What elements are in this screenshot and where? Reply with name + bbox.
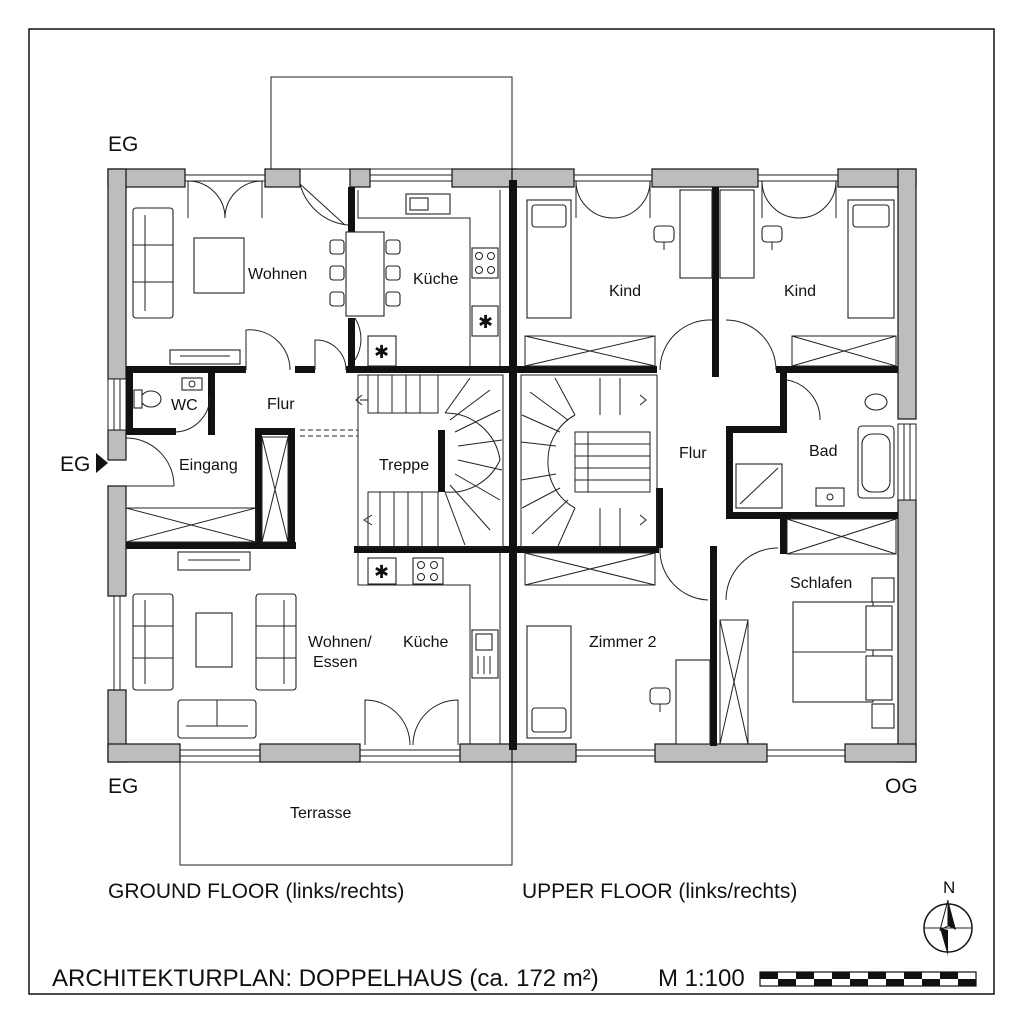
entrance-arrow-icon: [96, 453, 108, 473]
svg-text:✱: ✱: [374, 562, 389, 582]
scale-label: M 1:100: [658, 965, 745, 992]
label-eg-entrance: EG: [60, 453, 90, 476]
interior-walls: [126, 187, 898, 746]
furniture: ✱ ✱ ✱: [132, 189, 895, 745]
north-arrow-icon: [923, 899, 973, 956]
drawing-border: [28, 28, 995, 995]
room-terrasse: Terrasse: [290, 805, 351, 822]
plan-title: ARCHITEKTURPLAN: DOPPELHAUS (ca. 172 m²): [52, 965, 599, 992]
room-schlafen: Schlafen: [790, 575, 852, 592]
caption-ground-floor: GROUND FLOOR (links/rechts): [108, 880, 404, 903]
windows: [107, 174, 917, 757]
stairs: [300, 374, 658, 548]
scale-bar: [759, 971, 977, 987]
label-eg-bottom: EG: [108, 775, 138, 798]
room-wohnen-essen-line2: Essen: [313, 654, 357, 671]
balcony-outline: [270, 76, 513, 170]
room-wohnen-essen-line1: Wohnen/: [308, 634, 372, 651]
label-eg-top: EG: [108, 133, 138, 156]
north-label: N: [943, 878, 955, 897]
room-eingang: Eingang: [179, 457, 238, 474]
caption-upper-floor: UPPER FLOOR (links/rechts): [522, 880, 797, 903]
room-kind-left: Kind: [609, 283, 641, 300]
room-zimmer-2: Zimmer 2: [589, 634, 657, 651]
room-flur-right: Flur: [679, 445, 707, 462]
label-og: OG: [885, 775, 918, 798]
svg-text:✱: ✱: [374, 342, 389, 362]
room-kind-right: Kind: [784, 283, 816, 300]
room-wohnen: Wohnen: [248, 266, 307, 283]
room-flur-left: Flur: [267, 396, 295, 413]
room-wc: WC: [171, 397, 198, 414]
outer-walls: [107, 168, 917, 763]
room-kueche-bottom: Küche: [403, 634, 448, 651]
room-bad: Bad: [809, 443, 837, 460]
room-kueche-top: Küche: [413, 271, 458, 288]
room-treppe: Treppe: [379, 457, 429, 474]
doors: [125, 180, 837, 746]
svg-text:✱: ✱: [478, 312, 493, 332]
wardrobes: [125, 335, 897, 745]
